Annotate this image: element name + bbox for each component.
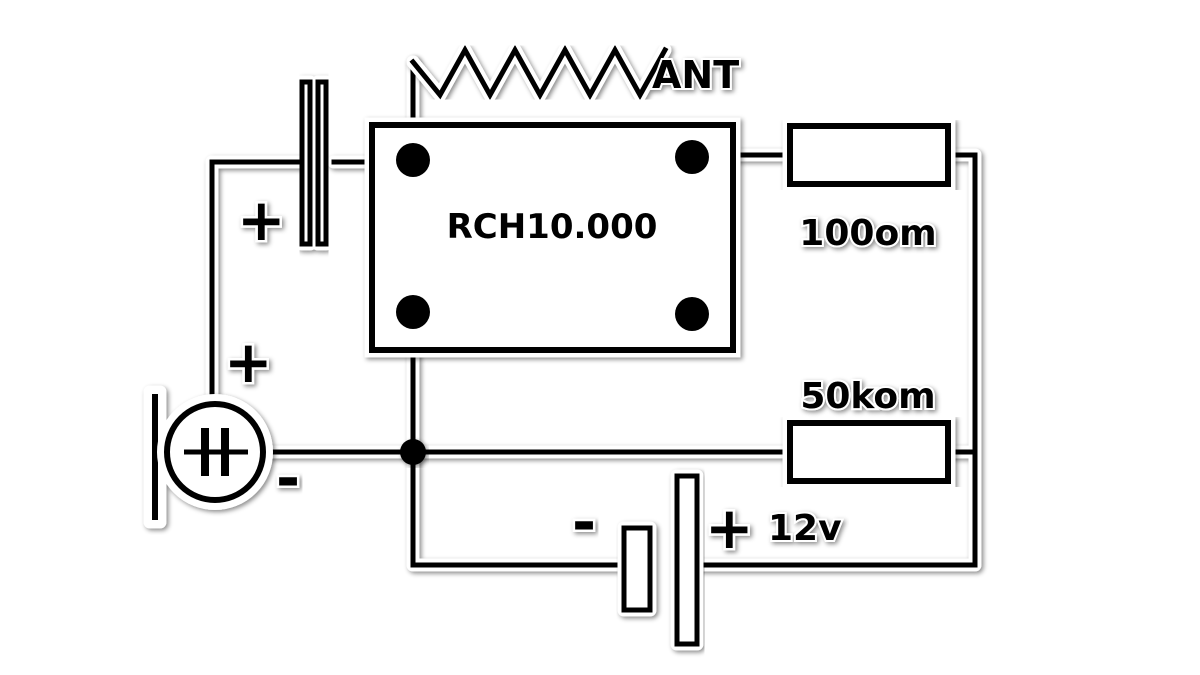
resistor-bottom bbox=[782, 415, 956, 489]
chip-body bbox=[364, 117, 741, 358]
chip-pin-top-left bbox=[396, 143, 430, 177]
chip-pin-bottom-left bbox=[396, 295, 430, 329]
battery-icon bbox=[617, 469, 704, 651]
speaker-icon bbox=[143, 385, 273, 529]
resistor-top-label: 100om bbox=[799, 213, 936, 254]
chip-label: RCH10.000 bbox=[447, 207, 658, 247]
speaker-minus-sign: - bbox=[276, 444, 300, 512]
capacitor-plus-sign: + bbox=[237, 186, 286, 254]
battery-plus-sign: + bbox=[705, 494, 754, 562]
wires bbox=[205, 55, 982, 572]
wire-chip-down bbox=[410, 347, 633, 568]
junction-dot bbox=[400, 439, 426, 465]
antenna-label: ANT bbox=[652, 53, 739, 97]
chip-pin-top-right bbox=[675, 140, 709, 174]
antenna-icon bbox=[406, 43, 672, 102]
resistor-top bbox=[782, 118, 956, 192]
wire-right-loop bbox=[697, 152, 978, 568]
battery-voltage-label: 12v bbox=[768, 508, 842, 549]
capacitor-icon bbox=[295, 75, 333, 251]
resistor-bottom-label: 50kom bbox=[800, 376, 935, 417]
speaker-plus-sign: + bbox=[224, 328, 273, 396]
battery-minus-sign: - bbox=[572, 488, 596, 556]
chip-pin-bottom-right bbox=[675, 297, 709, 331]
